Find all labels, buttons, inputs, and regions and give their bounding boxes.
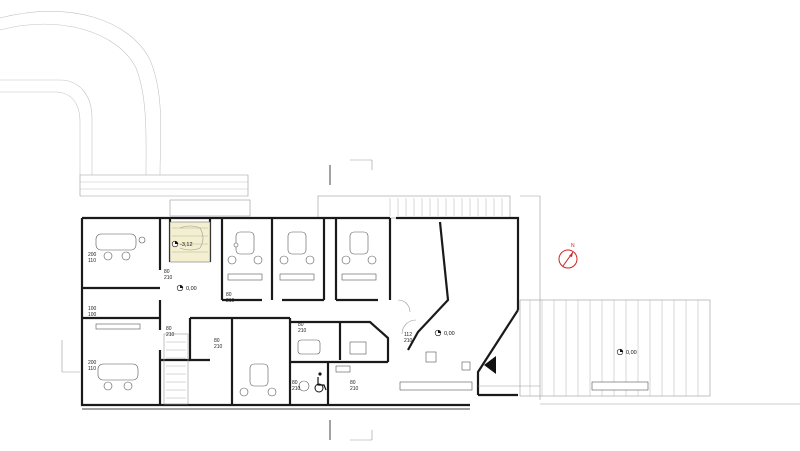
treatment-room-west xyxy=(95,233,146,261)
treatment-room-southwest xyxy=(95,323,141,391)
svg-text:210: 210 xyxy=(350,386,359,392)
svg-text:80: 80 xyxy=(350,380,356,386)
door-tag: 80 210 xyxy=(214,338,223,350)
svg-text:210: 210 xyxy=(404,338,413,344)
door-tag: 80 210 xyxy=(226,292,235,304)
stair-core xyxy=(163,221,211,405)
svg-text:210: 210 xyxy=(226,298,235,304)
svg-text:210: 210 xyxy=(214,344,223,350)
level-marker-stair: -3,12 xyxy=(171,240,193,248)
window-tag: 200 110 xyxy=(88,360,97,372)
section-marker-icon xyxy=(61,159,373,441)
exterior-walls xyxy=(80,216,520,410)
lobby-furniture xyxy=(397,299,540,391)
svg-text:210: 210 xyxy=(292,386,301,392)
level-label-stair: -3,12 xyxy=(180,242,193,248)
treatment-room-2 xyxy=(279,231,315,281)
svg-text:80: 80 xyxy=(298,322,304,328)
svg-text:80: 80 xyxy=(214,338,220,344)
level-marker-terrace: 0,00 xyxy=(616,348,637,356)
door-tag: 80 210 xyxy=(164,269,173,281)
north-arrow-icon: N xyxy=(558,243,578,269)
svg-text:210: 210 xyxy=(298,328,307,334)
wheelchair-icon xyxy=(314,372,327,393)
svg-text:200: 200 xyxy=(88,252,97,258)
treatment-room-1 xyxy=(227,231,263,281)
svg-text:210: 210 xyxy=(166,332,175,338)
entrance-arrow-icon xyxy=(484,356,496,374)
svg-text:100: 100 xyxy=(88,312,97,318)
svg-text:80: 80 xyxy=(164,269,170,275)
door-tag: 80 210 xyxy=(292,380,301,392)
svg-text:210: 210 xyxy=(164,275,173,281)
door-tag: 80 210 xyxy=(166,326,175,338)
level-label-corridor: 0,00 xyxy=(186,286,197,292)
door-tag: 80 210 xyxy=(298,322,307,334)
svg-text:80: 80 xyxy=(226,292,232,298)
svg-text:N: N xyxy=(571,243,575,249)
level-label-terrace: 0,00 xyxy=(626,350,637,356)
window-tag: 100 100 xyxy=(88,306,97,318)
svg-text:112: 112 xyxy=(404,332,412,338)
door-tag: 80 210 xyxy=(350,380,359,392)
interior-walls xyxy=(82,218,519,405)
svg-text:200: 200 xyxy=(88,360,97,366)
svg-text:80: 80 xyxy=(166,326,172,332)
level-marker-lobby: 0,00 xyxy=(434,329,455,337)
level-marker-corridor: 0,00 xyxy=(176,284,197,292)
svg-text:80: 80 xyxy=(292,380,298,386)
svg-text:110: 110 xyxy=(88,258,96,264)
treatment-room-south xyxy=(239,363,277,397)
level-label-lobby: 0,00 xyxy=(444,331,455,337)
window-tag: 112 210 xyxy=(404,332,413,344)
access-road xyxy=(0,11,249,197)
terrace-deck xyxy=(519,299,800,405)
svg-text:110: 110 xyxy=(88,366,96,372)
window-tag: 200 110 xyxy=(88,252,97,264)
sanitary-block xyxy=(297,339,367,392)
treatment-room-3 xyxy=(341,231,377,281)
svg-text:100: 100 xyxy=(88,306,97,312)
